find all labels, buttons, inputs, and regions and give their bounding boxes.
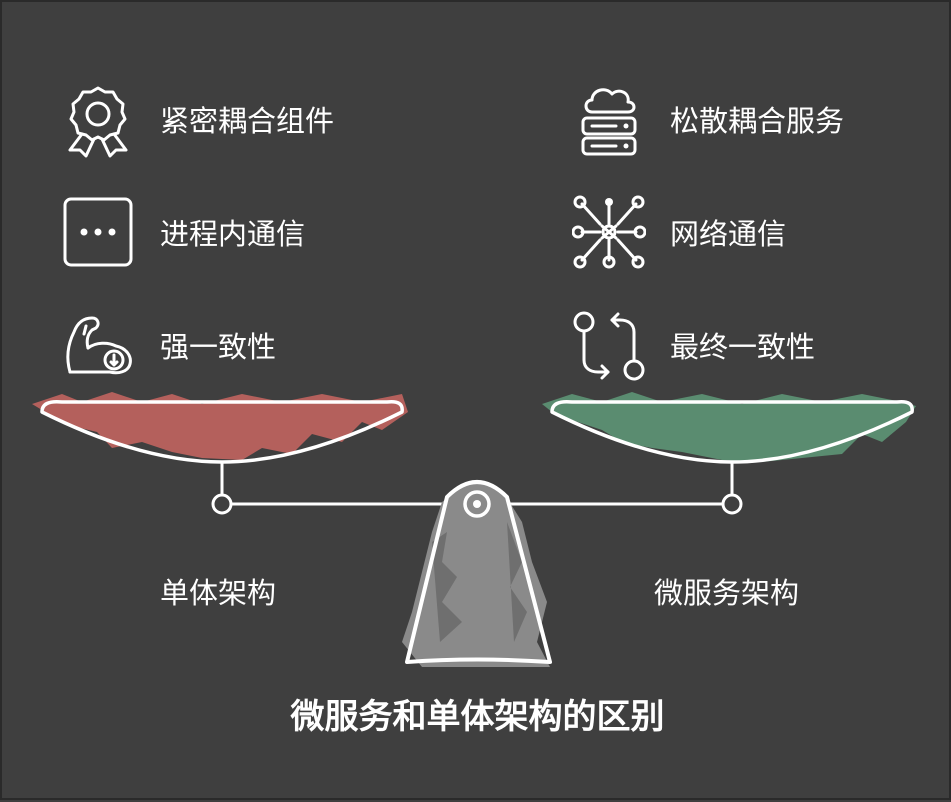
chat-dots-icon [63,197,133,267]
right-pan-outline [550,399,914,464]
stand-outline [405,480,552,664]
left-hanger-ring [211,493,233,515]
right-architecture-name: 微服务架构 [654,576,800,610]
pivot-dot [473,500,481,508]
page-title: 微服务和单体架构的区别 [290,697,665,737]
cloud-server-icon [581,88,637,156]
right-item-1-label: 松散耦合服务 [670,104,845,138]
network-nodes-icon [572,195,646,269]
left-item-3-label: 强一致性 [160,330,277,364]
pivot-ring [463,490,491,518]
right-item-2-label: 网络通信 [670,217,787,251]
left-pan-fill [32,392,408,460]
flexed-arm-icon [66,316,132,375]
right-item-3-label: 最终一致性 [670,330,816,364]
left-architecture-name: 单体架构 [160,576,277,610]
sync-arrows-icon [573,311,645,381]
left-item-2-label: 进程内通信 [160,217,306,251]
right-hanger-ring [721,493,743,515]
award-ribbon-icon [68,86,128,158]
left-item-1-label: 紧密耦合组件 [160,104,335,138]
left-pan-outline [40,399,404,464]
